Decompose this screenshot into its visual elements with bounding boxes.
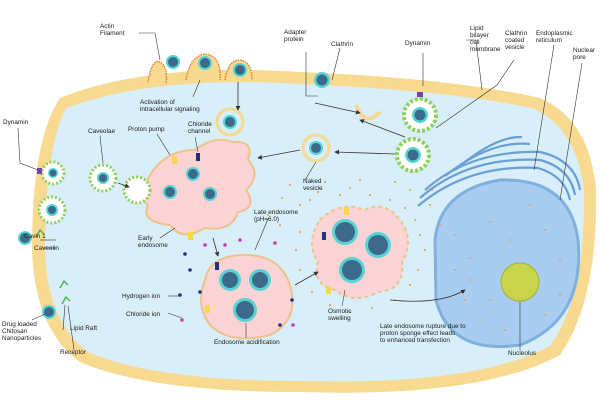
nanoparticle [309, 141, 323, 155]
nanoparticle [186, 167, 200, 181]
nucleus [433, 178, 581, 348]
label-drug-loaded: Drug loaded Chitosan Nanoparticles [2, 321, 41, 342]
chloride-channels [196, 153, 326, 270]
label-cavin1: Cavin 1 [24, 233, 46, 240]
nanoparticle [249, 269, 271, 291]
nanoparticle [233, 298, 257, 322]
label-actin-filament: Actin Filament [100, 23, 125, 37]
label-clathrin-coated-vesicle: Clathrin coated vesicle [505, 30, 529, 51]
label-chloride-ion: Chloride ion [126, 311, 161, 318]
flow-arrows [117, 82, 466, 302]
label-dynamin-left: Dynamin [3, 119, 29, 126]
ion-dots [178, 238, 295, 327]
nanoparticle [332, 219, 358, 245]
label-chloride-channel: Chloride channel [188, 121, 214, 135]
labels: Actin Filament Activation of intracellul… [2, 23, 597, 357]
nanoparticle [314, 72, 330, 88]
label-lipid-raft: Lipid Raft [70, 325, 97, 332]
label-adapter-protein: Adapter protein [284, 29, 308, 43]
label-clathrin: Clathrin [331, 41, 353, 48]
label-activation-signaling: Activation of intracellular signaling [140, 99, 200, 113]
label-late-endosome-rupture: Late endosome rupture due to proton spon… [380, 323, 467, 344]
label-dynamin-top: Dynamin [405, 40, 431, 47]
endoplasmic-reticulum [417, 135, 582, 207]
nanoparticle [339, 257, 365, 283]
dynamin-markers [37, 92, 423, 174]
clathrin-coated-vesicles [354, 97, 438, 173]
nanoparticle [219, 269, 241, 291]
label-receptor: Receptor [60, 349, 87, 356]
nanoparticle [365, 232, 391, 258]
nanoparticle [42, 305, 56, 319]
caveolae [37, 160, 152, 225]
receptors [35, 228, 71, 305]
late-endosome [311, 205, 409, 299]
nucleus-dots [454, 204, 561, 331]
label-lipid-bilayer: Lipid bilayer cell membrane [470, 25, 501, 53]
label-endoplasmic-reticulum: Endoplasmic reticulum [536, 30, 574, 44]
label-nucleolus: Nucleolus [508, 350, 536, 357]
nanoparticle [166, 55, 180, 69]
label-naked-vesicle: Naked vesicle [303, 178, 323, 192]
label-nuclear-pore: Nuclear pore [573, 47, 597, 61]
label-proton-pump: Proton pump [128, 126, 165, 133]
label-endosome-acidification: Endosome acidification [214, 339, 280, 346]
proton-pumps [172, 156, 349, 313]
naked-vesicle [301, 133, 331, 163]
endocytic-vesicle [215, 107, 245, 137]
nanoparticle [233, 63, 247, 77]
leader-lines [17, 32, 583, 351]
nanoparticles [18, 55, 391, 322]
label-early-endosome: Early endosome [138, 235, 168, 249]
nanoparticle [203, 187, 217, 201]
label-osmotic-swelling: Osmotic swelling [328, 308, 353, 322]
label-caveolin: Caveolin [34, 245, 59, 252]
nanoparticle [163, 185, 177, 199]
label-late-endosome: Late endosome (pH=6.0) [254, 209, 300, 223]
nanoparticle [198, 56, 212, 70]
label-hydrogen-ion: Hydrogen ion [122, 293, 160, 300]
nanoparticle [18, 231, 32, 245]
osmotic-dots [267, 179, 441, 313]
early-endosome [139, 138, 256, 236]
nanoparticle [223, 115, 237, 129]
label-caveolae: Caveolae [88, 128, 115, 135]
nucleolus-body [500, 262, 540, 302]
